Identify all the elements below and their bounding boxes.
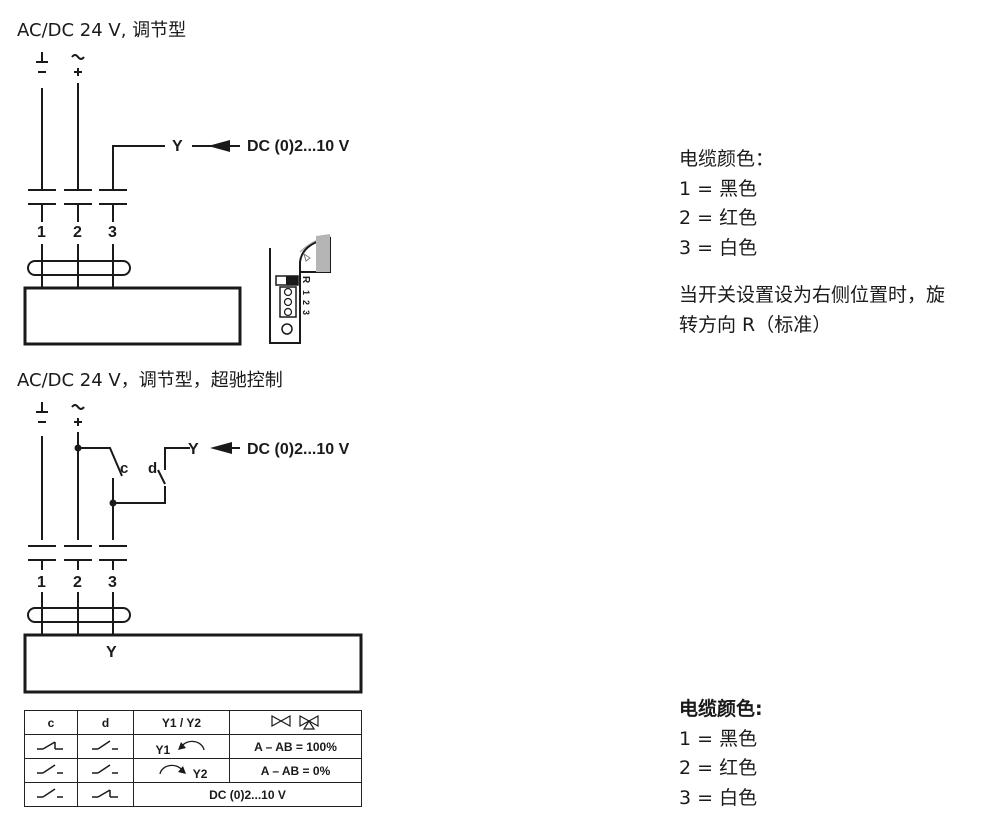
signal-source-1: DC (0)2...10 V	[247, 138, 350, 155]
contact-open-icon	[24, 782, 78, 807]
contact-open-icon	[77, 758, 134, 783]
rotation-note: 当开关设置设为右侧位置时，旋	[679, 284, 946, 306]
switch-slot-2: 2	[301, 300, 311, 305]
note-title: 电缆颜色：	[679, 148, 775, 170]
terminal-2-label: 2	[73, 574, 82, 591]
note-title: 电缆颜色:	[679, 698, 763, 720]
rotate-ccw-icon	[177, 740, 205, 751]
supply-symbols-2	[36, 402, 85, 426]
actuator-box-2	[23, 633, 363, 694]
valve-positions-icon	[270, 714, 319, 730]
cable-color-note-1: 电缆颜色： 1 = 黑色 2 = 红色 3 = 白色 当开关设置设为右侧位置时，…	[679, 145, 945, 340]
result-cell: A – AB = 100%	[229, 734, 362, 759]
junction-dot	[74, 444, 82, 452]
diagram2-heading: AC/DC 24 V，调节型，超驰控制	[17, 370, 283, 391]
junction-dot	[109, 499, 117, 507]
contact-closed-icon	[77, 782, 134, 807]
override-logic-table: c d Y1 / Y2 Y1 A – AB = 100% Y2	[24, 710, 362, 807]
wiring-diagram-2: c d Y DC (0)2...10 V 1 2 3 Y	[23, 402, 363, 694]
diagram1-heading: AC/DC 24 V, 调节型	[17, 20, 187, 41]
actuator-box-1	[23, 286, 242, 346]
contact-c	[78, 447, 123, 477]
wiring-diagram-1: Y DC (0)2...10 V 1 2 3 R 1 2 3	[23, 52, 350, 346]
note-line: 1 = 黑色	[679, 177, 758, 200]
terminal-1-label: 1	[37, 224, 46, 241]
terminal-1-label: 1	[37, 574, 46, 591]
arrow-left-icon	[210, 442, 232, 454]
y2-label: Y2	[192, 767, 208, 781]
arrow-left-icon	[208, 140, 230, 152]
result-cell: DC (0)2...10 V	[133, 782, 362, 807]
y1-cell: Y1	[133, 734, 230, 759]
signal-label-y-2: Y	[188, 441, 199, 458]
terminal-3-label: 3	[108, 574, 117, 591]
rotation-switch-panel	[269, 234, 331, 344]
table-row: Y1 A – AB = 100%	[24, 734, 362, 759]
terminal-3-label: 3	[108, 224, 117, 241]
cable-color-note-2: 电缆颜色: 1 = 黑色 2 = 红色 3 = 白色	[679, 695, 763, 813]
table-row: Y2 A – AB = 0%	[24, 758, 362, 783]
signal-source-2: DC (0)2...10 V	[247, 441, 350, 458]
contact-d-wire	[113, 486, 166, 504]
y2-cell: Y2	[133, 758, 230, 783]
header-d: d	[77, 710, 134, 735]
header-c: c	[24, 710, 78, 735]
result-cell: A – AB = 0%	[229, 758, 362, 783]
supply-symbols-1	[36, 52, 85, 76]
table-header-row: c d Y1 / Y2	[24, 710, 362, 735]
note-line: 3 = 白色	[679, 786, 758, 809]
note-line: 3 = 白色	[679, 236, 758, 259]
cable-sleeve-1	[27, 260, 131, 276]
contact-d	[157, 469, 166, 485]
contact-open-icon	[77, 734, 134, 759]
note-line: 2 = 红色	[679, 207, 758, 229]
header-valve-icon-cell	[229, 710, 362, 735]
switch-rotation-label: R	[300, 276, 311, 284]
switch-slot-1: 1	[301, 290, 311, 295]
y1-label: Y1	[155, 743, 171, 757]
signal-label-y-1: Y	[172, 138, 183, 155]
contact-open-icon	[24, 758, 78, 783]
wire-3	[112, 145, 165, 190]
cable-sleeve-2	[27, 607, 131, 623]
note-line: 2 = 红色	[679, 757, 758, 779]
table-row: DC (0)2...10 V	[24, 782, 362, 807]
contact-c-label: c	[120, 460, 128, 477]
contact-d-label: d	[148, 460, 157, 477]
note-line: 1 = 黑色	[679, 727, 758, 750]
rotation-note: 转方向 R（标准）	[679, 313, 832, 336]
contact-closed-icon	[24, 734, 78, 759]
header-y1-y2: Y1 / Y2	[133, 710, 230, 735]
rotate-cw-icon	[158, 764, 186, 775]
switch-slot-3: 3	[301, 310, 311, 315]
actuator-y-label: Y	[106, 644, 117, 661]
terminal-2-label: 2	[73, 224, 82, 241]
